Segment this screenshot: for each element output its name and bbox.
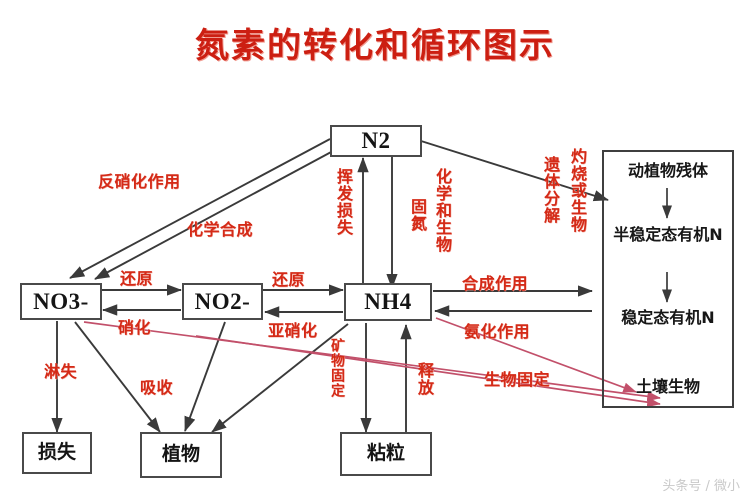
edge-label-absorption: 吸收	[140, 378, 174, 397]
node-no3[interactable]: NO3-	[20, 283, 102, 320]
edge-label-residue-decomposition: 遗体分解	[541, 156, 560, 224]
node-n2[interactable]: N2	[330, 125, 422, 157]
organic-matter-panel	[602, 150, 734, 408]
edge-label-reduction-left: 还原	[120, 269, 154, 288]
node-plant[interactable]: 植物	[140, 432, 222, 478]
page-title: 氮素的转化和循环图示	[195, 26, 555, 66]
panel-item-residue: 动植物残体	[627, 161, 708, 180]
edge-label-ammonification: 氨化作用	[464, 322, 531, 341]
edge-label-biological-fixation: 生物固定	[484, 370, 551, 389]
edge-label-chemical-and-biological: 化学和生物	[433, 168, 452, 253]
edge-label-release: 释放	[415, 362, 434, 396]
panel-item-soil-organisms: 土壤生物	[635, 377, 700, 396]
node-clay[interactable]: 粘粒	[340, 432, 432, 476]
node-nh4-label: NH4	[364, 289, 412, 315]
edge-label-mineral-fixation: 矿物固定	[329, 338, 345, 398]
watermark: 头条号 / 微小	[662, 479, 740, 494]
node-no2-label: NO2-	[194, 288, 251, 314]
node-clay-label: 粘粒	[366, 442, 405, 465]
edge-label-leaching-loss: 淋失	[44, 362, 78, 381]
edge-label-nitrification: 硝化	[118, 318, 152, 337]
edge-label-denitrification: 反硝化作用	[98, 172, 181, 191]
node-nh4[interactable]: NH4	[344, 283, 432, 321]
node-no2[interactable]: NO2-	[182, 283, 263, 320]
panel-item-stable-organic-n: 稳定态有机N	[621, 308, 715, 327]
edge-label-reduction-right: 还原	[272, 270, 306, 289]
panel-item-semistable-organic-n: 半稳定态有机N	[613, 225, 723, 244]
node-loss[interactable]: 损失	[22, 432, 92, 474]
node-plant-label: 植物	[161, 443, 200, 466]
edge-label-nitrogen-fixation: 固氮	[408, 198, 427, 232]
node-n2-label: N2	[361, 128, 391, 154]
edge-label-burning-or-biological: 灼烧或生物	[568, 148, 587, 233]
edge-label-chemical-synthesis: 化学合成	[187, 220, 254, 239]
edge-label-volatilization-loss: 挥发损失	[334, 168, 353, 236]
edge-label-synthesis: 合成作用	[462, 274, 529, 293]
edge-label-nitrosation: 亚硝化	[268, 321, 318, 340]
node-loss-label: 损失	[37, 441, 76, 464]
node-no3-label: NO3-	[33, 288, 89, 314]
